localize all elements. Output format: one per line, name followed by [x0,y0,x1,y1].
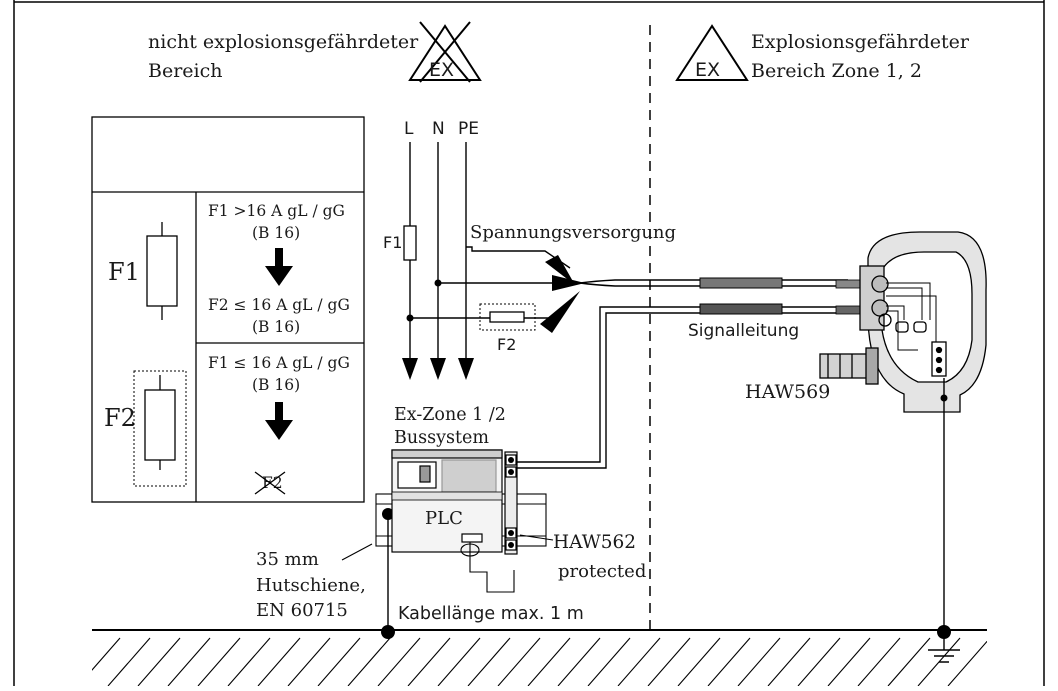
ground-hatch-stroke [827,637,871,686]
ground-hatch-stroke [857,637,901,686]
row1-line3: F2 ≤ 16 A gL / gG [208,296,350,314]
row1-line1: F1 >16 A gL / gG [208,202,345,220]
table-f1-fuse-icon [146,222,178,320]
fuse-f2-symbol [489,311,525,323]
ground-hatch-stroke [347,637,391,686]
supply-cable-sleeve [699,277,783,289]
bus-system-line2: Bussystem [394,428,489,448]
safe-zone-label-line2: Bereich [148,60,223,82]
row2-down-arrow-icon [265,402,293,440]
row2-result-label: F2 [262,474,283,492]
ground-hatch-stroke [497,637,541,686]
ground-hatch-stroke [737,637,781,686]
ground-hatch-stroke [917,637,961,686]
phase-l-label: L [404,119,414,139]
ground-hatch-stroke [467,637,511,686]
ground-hatch-stroke [257,637,301,686]
plc-module [391,449,503,553]
haw562-screws [508,457,514,548]
supply-cable [579,279,848,287]
ex-symbol-text: EX [695,59,720,81]
row2-line1: F1 ≤ 16 A gL / gG [208,354,350,372]
bus-system-line1: Ex-Zone 1 /2 [394,405,506,425]
haw562-leader [519,534,554,541]
haw562-label: HAW562 [553,532,636,553]
row1-line2: (B 16) [252,224,300,242]
ground-hatch-stroke [92,637,121,671]
conductor-arrows [402,358,474,380]
safe-zone-label-line1: nicht explosionsgefährdeter [148,31,419,53]
fuse-f1-symbol [403,225,417,261]
row2-crossed-out-icon [254,471,286,495]
fuse-f2-label: F2 [497,335,516,354]
signal-cable-sleeve [699,303,783,315]
ground-hatch-stroke [677,637,721,686]
fuse-table [91,116,365,503]
right-earth-node [937,625,951,639]
ground-hatch-stroke [557,637,601,686]
ground-hatch-stroke [947,640,987,686]
rail-earth-node [381,625,395,639]
ground-hatch-stroke [617,637,661,686]
plc-connection-loop [460,542,515,593]
ground-hatch-stroke [527,637,571,686]
haw569-label: HAW569 [745,381,830,403]
supply-label: Spannungsversorgung [470,222,676,243]
ground-hatch-stroke [587,637,631,686]
right-earth-junction [940,394,948,402]
haw569-housing [819,231,987,413]
row1-line4: (B 16) [252,318,300,336]
ground-hatch-stroke [407,637,451,686]
table-f2-fuse-icon [133,370,187,487]
no-ex-warning-icon [408,21,482,83]
cable-length-label: Kabellänge max. 1 m [398,604,584,624]
table-f2-label: F2 [104,404,136,432]
ex-warning-icon [675,24,749,81]
ground-hatch-stroke [647,637,691,686]
ground-hatch-stroke [767,637,811,686]
page-frame [13,0,1045,686]
fuse-f2-zone [479,303,536,331]
ground-hatch-stroke [317,637,361,686]
ground-hatch-stroke [437,637,481,686]
no-ex-symbol-text: EX [429,59,454,81]
row2-line2: (B 16) [252,376,300,394]
supply-arrows [540,255,585,333]
ground-hatch-stroke [707,637,751,686]
signal-label: Signalleitung [688,321,799,341]
power-conductors [409,142,467,360]
ground-hatch-stroke [227,637,271,686]
ground-hatch-stroke [887,637,931,686]
phase-n-label: N [432,119,445,139]
hazard-zone-label-line2: Bereich Zone 1, 2 [751,60,922,82]
wire-junctions [406,279,442,322]
haw562-sublabel: protected [558,561,646,582]
table-f1-label: F1 [108,258,140,286]
ground-hatch-stroke [377,637,421,686]
plc-label: PLC [425,508,463,529]
fuse-f1-label: F1 [383,233,402,252]
ground-hatch-stroke [107,637,151,686]
supply-wires [410,246,571,319]
row1-down-arrow-icon [265,248,293,286]
ground-hatching [92,637,987,686]
rail-label-line1: 35 mm [256,549,319,570]
ground-hatch-stroke [797,637,841,686]
haw569-internal-wires [886,282,937,351]
hazard-zone-label-line1: Explosionsgefährdeter [751,31,970,53]
rail-label-line3: EN 60715 [256,600,348,621]
ground-hatch-stroke [197,637,241,686]
rail-label-leader [341,543,373,561]
ground-hatch-stroke [137,637,181,686]
phase-pe-label: PE [458,119,479,139]
haw562-module [504,451,518,555]
ground-hatch-stroke [287,637,331,686]
rail-label-line2: Hutschiene, [256,575,366,596]
ground-hatch-stroke [167,637,211,686]
